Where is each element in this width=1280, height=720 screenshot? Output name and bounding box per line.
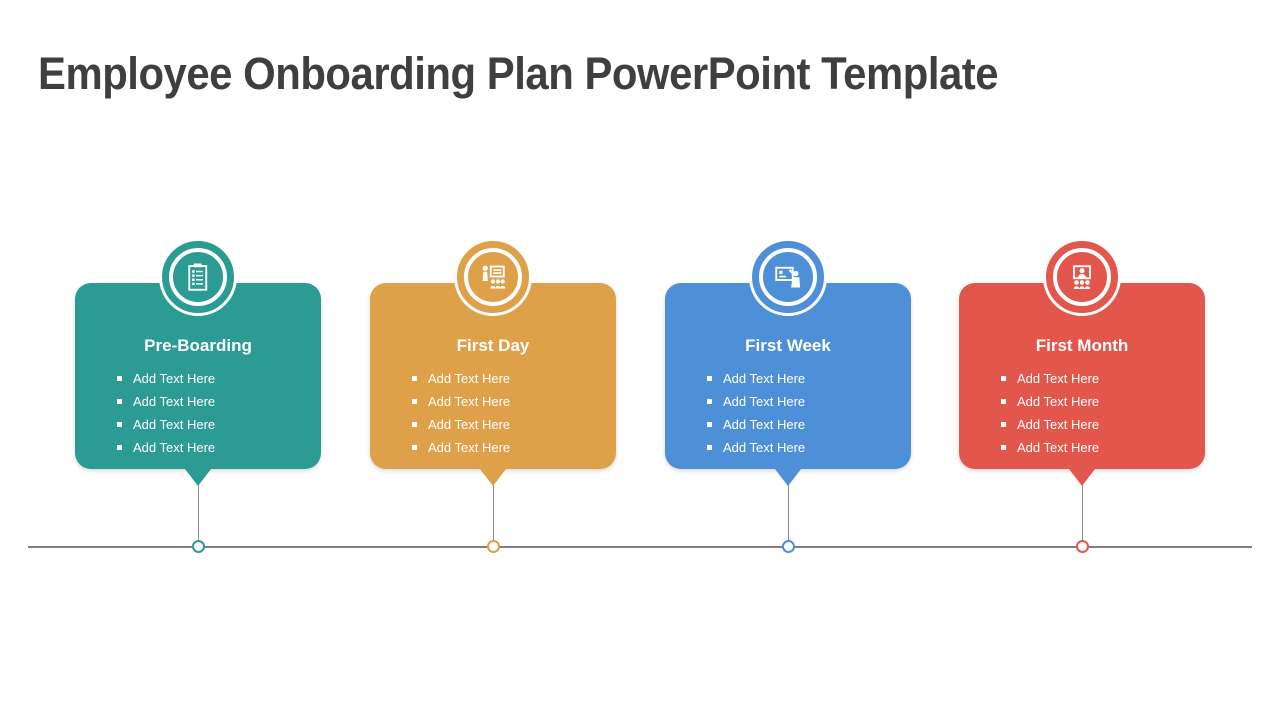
bullet-square-icon	[412, 445, 417, 450]
bullet-text: Add Text Here	[133, 371, 216, 386]
bullet-square-icon	[1001, 445, 1006, 450]
stage-icon-circle	[1043, 238, 1121, 316]
stage-bullet-list: Add Text Here Add Text Here Add Text Her…	[959, 367, 1205, 459]
onboarding-stage-card-first-month[interactable]: First Month Add Text Here Add Text Here …	[959, 238, 1205, 553]
bullet-item[interactable]: Add Text Here	[707, 390, 911, 413]
stage-title[interactable]: First Week	[745, 336, 831, 355]
icon-ring	[169, 248, 227, 306]
stage-bullet-list: Add Text Here Add Text Here Add Text Her…	[665, 367, 911, 459]
checklist-clipboard-icon	[188, 263, 208, 291]
bullet-square-icon	[707, 422, 712, 427]
bullet-item[interactable]: Add Text Here	[707, 413, 911, 436]
bullet-text: Add Text Here	[723, 440, 806, 455]
stage-icon-circle	[749, 238, 827, 316]
bullet-square-icon	[412, 399, 417, 404]
bullet-text: Add Text Here	[1017, 371, 1100, 386]
bullet-text: Add Text Here	[133, 417, 216, 432]
card-pointer-tail	[480, 469, 506, 486]
bullet-item[interactable]: Add Text Here	[707, 436, 911, 459]
bullet-text: Add Text Here	[428, 371, 511, 386]
bullet-square-icon	[117, 422, 122, 427]
bullet-item[interactable]: Add Text Here	[117, 413, 321, 436]
timeline-marker-dot	[781, 540, 795, 553]
onboarding-stage-card-pre-boarding[interactable]: Pre-Boarding Add Text Here Add Text Here…	[75, 238, 321, 553]
bullet-square-icon	[117, 376, 122, 381]
bullet-item[interactable]: Add Text Here	[1001, 436, 1205, 459]
stage-bullet-list: Add Text Here Add Text Here Add Text Her…	[75, 367, 321, 459]
bullet-text: Add Text Here	[428, 440, 511, 455]
bullet-square-icon	[1001, 399, 1006, 404]
icon-ring	[1053, 248, 1111, 306]
connector-line	[787, 469, 789, 547]
bullet-text: Add Text Here	[428, 417, 511, 432]
stage-title[interactable]: First Month	[1035, 336, 1129, 355]
icon-ring	[464, 248, 522, 306]
bullet-item[interactable]: Add Text Here	[412, 390, 616, 413]
bullet-square-icon	[707, 445, 712, 450]
bullet-square-icon	[412, 376, 417, 381]
bullet-text: Add Text Here	[723, 417, 806, 432]
bullet-item[interactable]: Add Text Here	[117, 367, 321, 390]
bullet-item[interactable]: Add Text Here	[117, 390, 321, 413]
timeline-marker-dot	[191, 540, 205, 553]
bullet-text: Add Text Here	[1017, 440, 1100, 455]
bullet-text: Add Text Here	[1017, 394, 1100, 409]
bullet-item[interactable]: Add Text Here	[1001, 390, 1205, 413]
bullet-square-icon	[117, 445, 122, 450]
bullet-text: Add Text Here	[133, 440, 216, 455]
icon-ring	[759, 248, 817, 306]
training-whiteboard-icon	[775, 266, 801, 288]
bullet-item[interactable]: Add Text Here	[412, 367, 616, 390]
bullet-text: Add Text Here	[723, 394, 806, 409]
stage-bullet-list: Add Text Here Add Text Here Add Text Her…	[370, 367, 616, 459]
bullet-square-icon	[1001, 376, 1006, 381]
stage-title[interactable]: First Day	[456, 336, 530, 355]
bullet-text: Add Text Here	[1017, 417, 1100, 432]
bullet-square-icon	[412, 422, 417, 427]
bullet-square-icon	[1001, 422, 1006, 427]
bullet-text: Add Text Here	[723, 371, 806, 386]
timeline-marker-dot	[486, 540, 500, 553]
connector-line	[492, 469, 494, 547]
page-title[interactable]: Employee Onboarding Plan PowerPoint Temp…	[38, 48, 999, 99]
bullet-item[interactable]: Add Text Here	[412, 413, 616, 436]
team-meeting-icon	[1073, 265, 1091, 289]
bullet-item[interactable]: Add Text Here	[1001, 413, 1205, 436]
timeline-line	[28, 546, 1252, 548]
onboarding-stage-card-first-day[interactable]: First Day Add Text Here Add Text Here Ad…	[370, 238, 616, 553]
bullet-square-icon	[707, 399, 712, 404]
stage-icon-circle	[454, 238, 532, 316]
bullet-item[interactable]: Add Text Here	[1001, 367, 1205, 390]
timeline-marker-dot	[1075, 540, 1089, 553]
bullet-item[interactable]: Add Text Here	[412, 436, 616, 459]
bullet-item[interactable]: Add Text Here	[117, 436, 321, 459]
connector-line	[197, 469, 199, 547]
bullet-text: Add Text Here	[428, 394, 511, 409]
card-pointer-tail	[185, 469, 211, 486]
card-pointer-tail	[775, 469, 801, 486]
stage-title[interactable]: Pre-Boarding	[144, 336, 252, 355]
onboarding-stage-card-first-week[interactable]: First Week Add Text Here Add Text Here A…	[665, 238, 911, 553]
connector-line	[1081, 469, 1083, 547]
bullet-square-icon	[117, 399, 122, 404]
orientation-presentation-icon	[482, 265, 506, 289]
card-pointer-tail	[1069, 469, 1095, 486]
stage-icon-circle	[159, 238, 237, 316]
bullet-text: Add Text Here	[133, 394, 216, 409]
bullet-item[interactable]: Add Text Here	[707, 367, 911, 390]
bullet-square-icon	[707, 376, 712, 381]
